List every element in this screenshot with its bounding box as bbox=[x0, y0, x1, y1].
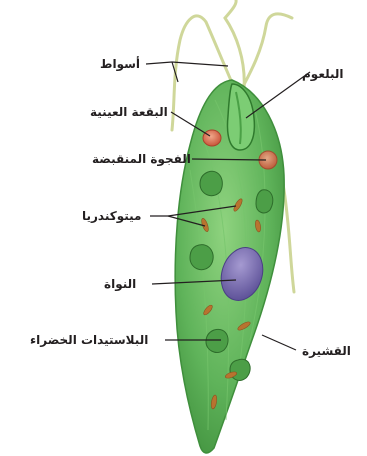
label-contractile-vacuole: الفجوة المنقبضة bbox=[92, 153, 191, 165]
label-gullet: البلعوم bbox=[302, 68, 344, 80]
eyespot-shape bbox=[203, 130, 221, 146]
label-eyespot: البقعة العينية bbox=[90, 106, 168, 118]
label-mitochondria: ميتوكندريا bbox=[82, 210, 141, 222]
label-flagella: أسواط bbox=[100, 58, 140, 70]
label-chloroplasts: البلاستيدات الخضراء bbox=[30, 334, 148, 346]
label-pellicle: القشيرة bbox=[302, 345, 351, 357]
label-nucleus: النواة bbox=[104, 278, 136, 290]
